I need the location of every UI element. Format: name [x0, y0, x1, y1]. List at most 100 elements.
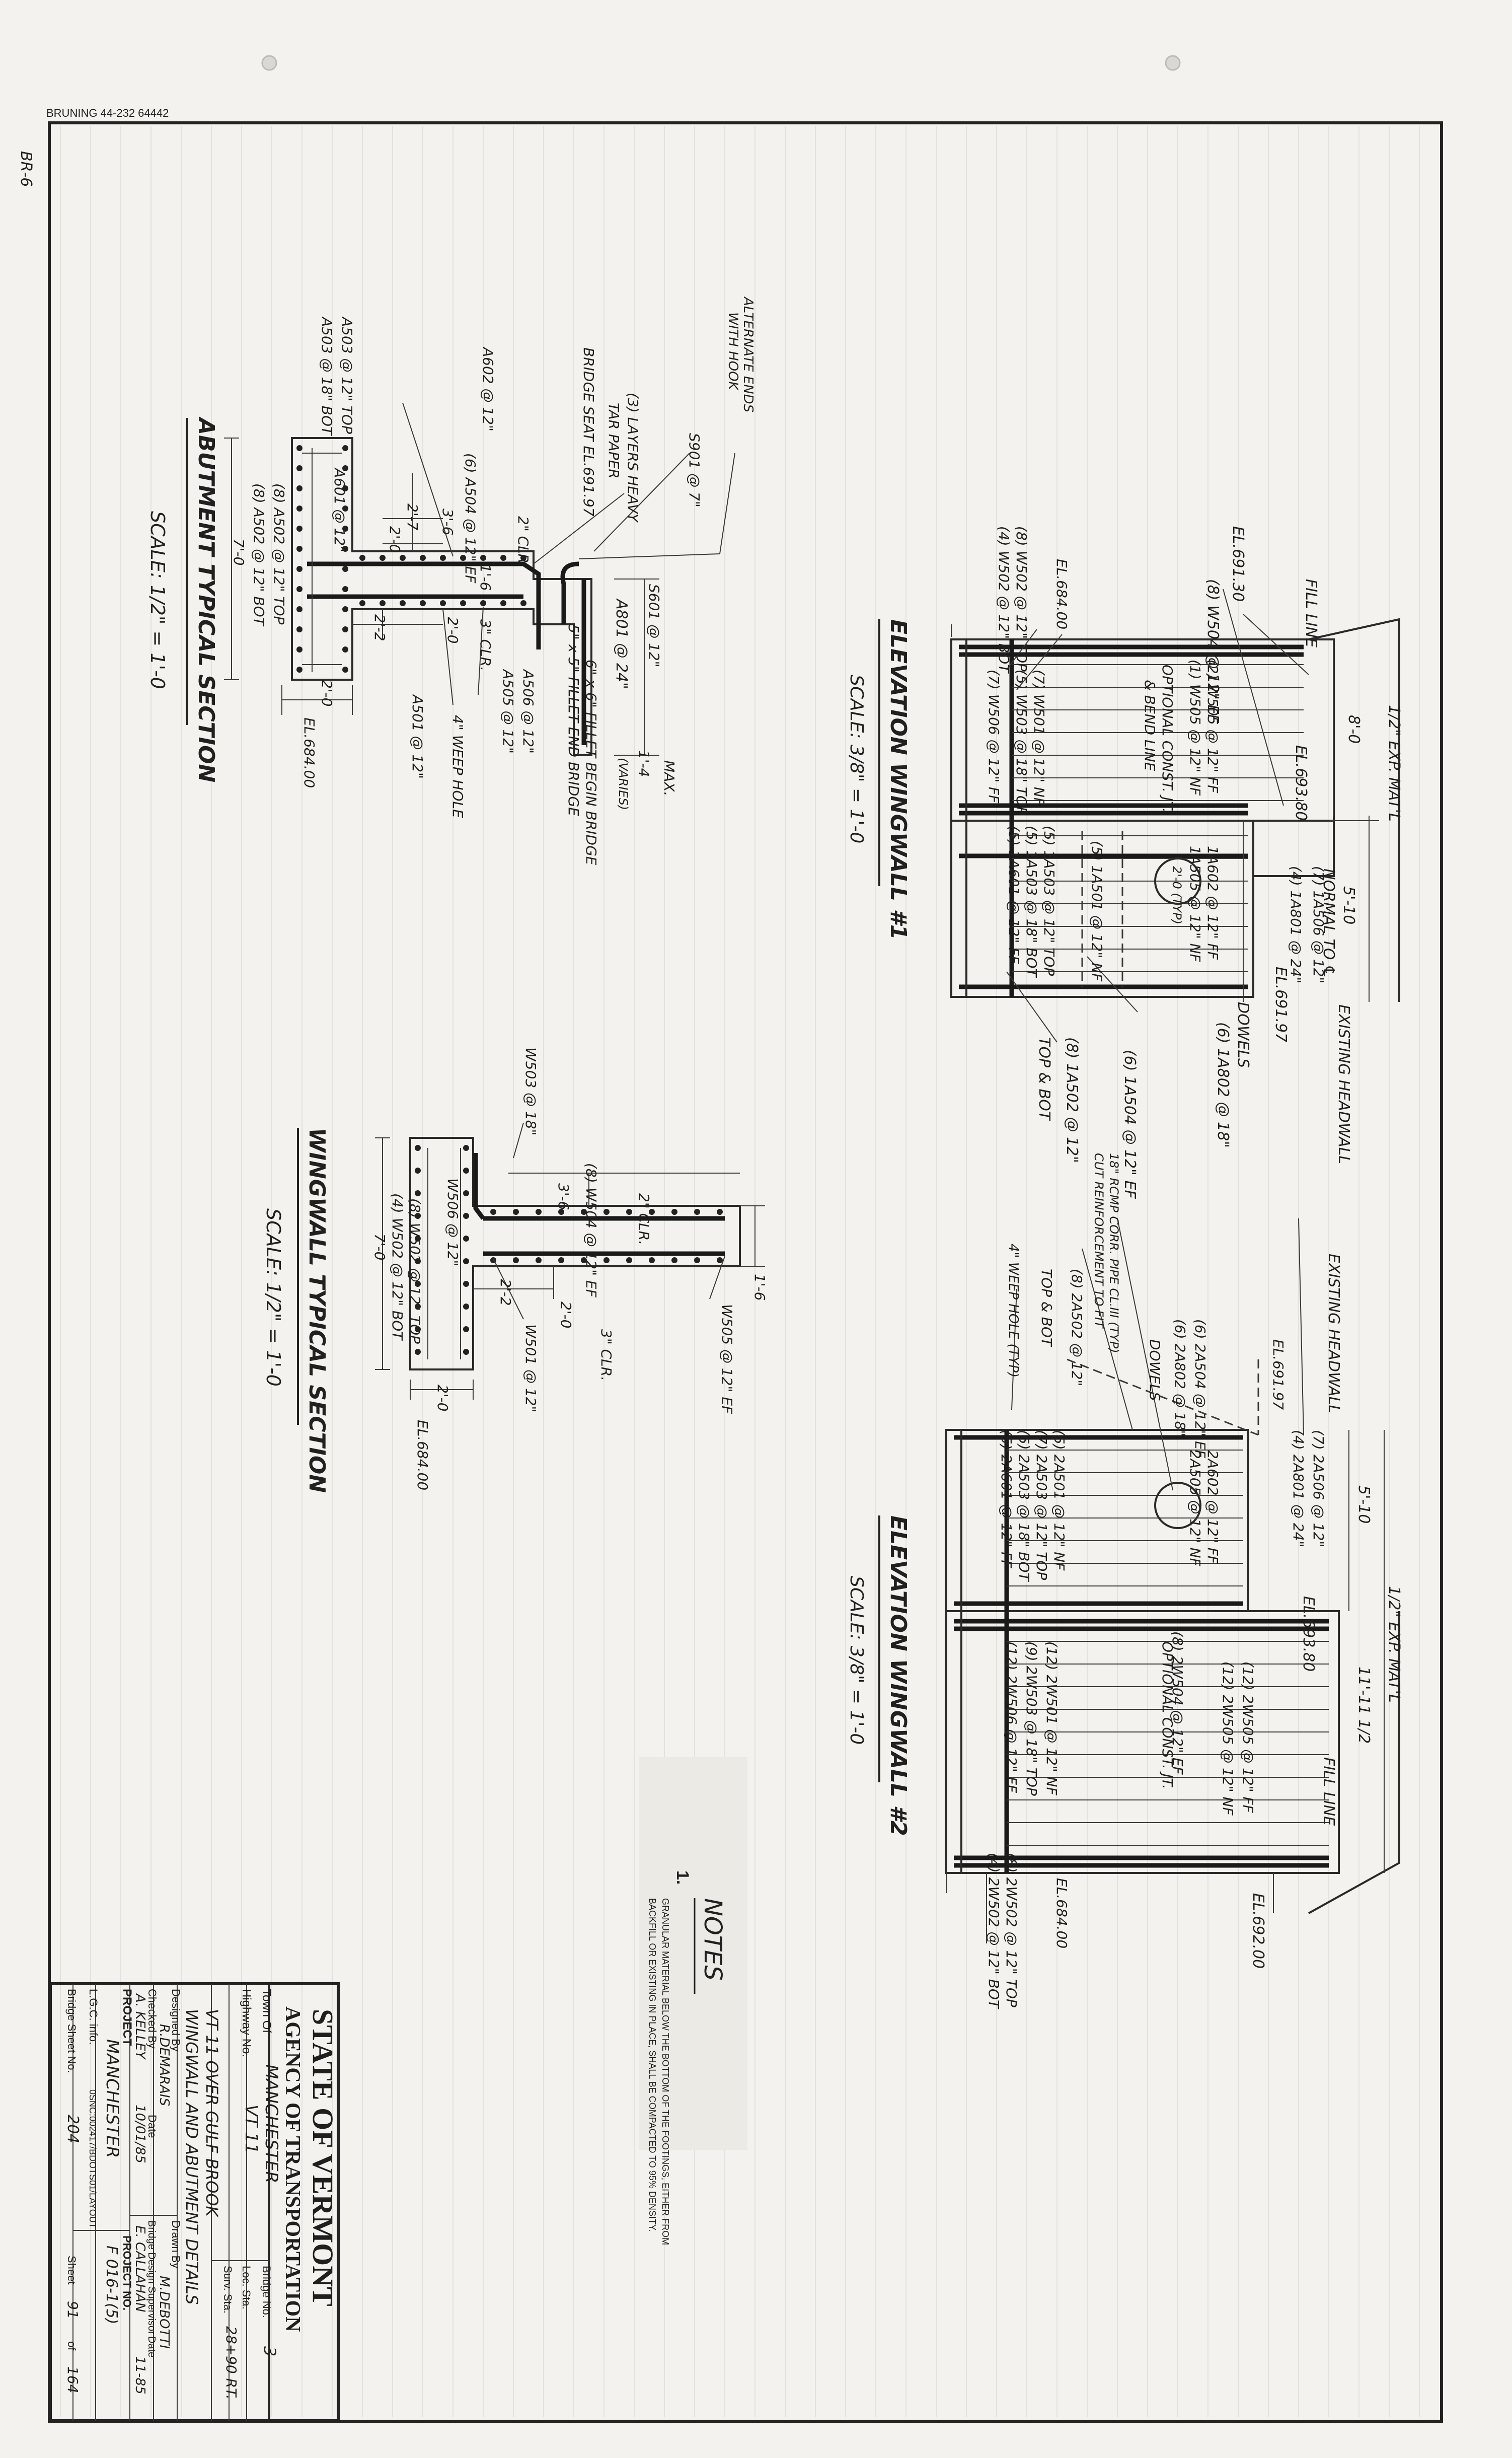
rebar-dot: [342, 465, 348, 471]
label-a504: (6) A504 @ 12" EF: [462, 453, 479, 584]
label-bridge-seat: BRIDGE SEAT EL.691.97: [580, 347, 597, 517]
dimension-line: [946, 1873, 1274, 1913]
highway-value: VT 11: [241, 2105, 261, 2154]
leader-line: [533, 493, 625, 564]
dimension-line: [508, 1173, 740, 1206]
rebar-dot: [342, 546, 348, 552]
leader-lines: [493, 1122, 725, 1320]
highway-label: Highway No.: [240, 1989, 253, 2057]
dim-2-clr: 2" CLR.: [636, 1193, 652, 1245]
elevation-wingwall-1: EL.691.30 FILL LINE 1/2" EXP. MAT'L 8'-0…: [846, 526, 1403, 1199]
surv-sta-value: 28+90 RT.: [223, 2326, 240, 2400]
label-varies: (VARIES): [616, 758, 630, 810]
label-2a601: (5) 2A601 @ 12" FF: [998, 1430, 1015, 1568]
surv-sta-label: Surv. Sta.: [221, 2266, 234, 2314]
fill-line: [1308, 618, 1400, 1002]
label-a602: A602 @ 12": [480, 346, 496, 431]
dim-7-0: 7'-0: [231, 539, 247, 565]
project-no-label: PROJECT NO.: [121, 2235, 133, 2310]
rebar-dot: [694, 1257, 700, 1263]
rebar-dot: [626, 1257, 632, 1263]
leader-line: [478, 606, 484, 695]
label-el-693-80: EL.693.80: [1292, 745, 1310, 821]
abutment-rebar: [307, 561, 541, 649]
rebar-dot: [717, 1209, 723, 1215]
label-existing-headwall: EXISTING HEADWALL: [1325, 1254, 1342, 1413]
label-2a802: (6) 2A802 @ 18": [1172, 1319, 1188, 1436]
rebar-dot: [581, 1257, 587, 1263]
dim-2-2: 2'-2: [497, 1279, 514, 1306]
description-line-2: WINGWALL AND ABUTMENT DETAILS: [182, 2009, 201, 2304]
rebar-dot: [342, 586, 348, 592]
dim-5-10: 5'-10: [1355, 1485, 1373, 1524]
rebar-dot: [581, 1209, 587, 1215]
label-fillet-end: 5" x 5" FILLET END BRIDGE: [565, 624, 582, 816]
label-w504: (8) W504 @ 12" EF: [583, 1163, 599, 1298]
label-w502-top: (8) W502 @ 12" TOP: [407, 1198, 423, 1344]
label-1a504: (6) 1A504 @ 12" EF: [1121, 1050, 1139, 1199]
notes-patch: [639, 1757, 747, 2150]
label-w501: (7) W501 @ 12" NF: [1031, 670, 1047, 806]
bruning-stamp: BRUNING 44-232 64442: [46, 107, 169, 119]
pipe-opening: [1154, 857, 1201, 905]
rebar-dot: [463, 1213, 469, 1219]
rebar-dot: [296, 546, 303, 552]
label-2a502: (8) 2A502 @ 12": [1069, 1269, 1085, 1386]
rebar-dot: [342, 667, 348, 673]
rebar-dot: [415, 1190, 421, 1196]
dim-2-0-c: 2'-0: [319, 680, 335, 706]
label-w502-top: (8) W502 @ 12" TOP: [1013, 526, 1030, 672]
dim-2-0: 2'-0: [387, 526, 403, 553]
label-1a503-top: (5) 1A503 @ 12" TOP: [1041, 826, 1057, 976]
rebar-dot: [400, 600, 406, 606]
leader-line: [593, 453, 690, 552]
leader-line: [402, 402, 453, 557]
rebar-dot: [490, 1209, 496, 1215]
footing-bars: [302, 448, 342, 672]
rebar-dot: [463, 1349, 469, 1355]
label-exp-mat: 1/2" EXP. MAT'L: [1385, 1586, 1403, 1703]
rebar-dot: [463, 1304, 469, 1310]
label-el-684: EL.684.00: [414, 1420, 431, 1490]
rebar: [473, 1153, 485, 1220]
rebar-dot: [296, 445, 303, 451]
rebar-dot: [415, 1258, 421, 1264]
label-w505-ff: (2) W505 @ 12" FF: [1204, 660, 1221, 793]
elevation-wingwall-2: 18" RCMP CORR. PIPE CL.III (TYP) CUT REI…: [846, 1153, 1403, 2009]
drawing-border: [48, 121, 1443, 2423]
rebar-dot: [717, 1257, 723, 1263]
sheet-ref: BR-6: [17, 151, 35, 187]
label-2w505-nf: (12) 2W505 @ 12" NF: [1220, 1661, 1236, 1816]
rebar-dot: [415, 1304, 421, 1310]
vertical-bars: [1012, 664, 1304, 972]
elevation-1-scale: SCALE: 3/8" = 1'-0: [846, 675, 867, 843]
rebar-dot: [342, 526, 348, 532]
label-2w502-bot: (4) 2W502 @ 12" BOT: [986, 1853, 1002, 2009]
rebar-dot: [400, 555, 406, 561]
loc-sta-label: Loc. Sta.: [240, 2266, 253, 2309]
label-2w502-top: (8) 2W502 @ 12" TOP: [1003, 1853, 1020, 2007]
rebar-dot: [342, 505, 348, 512]
label-pipe: 18" RCMP CORR. PIPE CL.III (TYP): [1107, 1153, 1121, 1353]
rebar-dot: [513, 1209, 519, 1215]
dimension-line: [473, 1266, 554, 1299]
leader-lines: [1006, 589, 1309, 1043]
dim-2-2: 2'-2: [371, 614, 388, 641]
abutment-section-title: ABUTMENT TYPICAL SECTION: [193, 416, 219, 782]
label-el-691-97: EL.691.97: [1270, 1339, 1287, 1410]
label-tar-paper: (3) LAYERS HEAVY: [625, 393, 641, 523]
rebar-dot: [415, 1281, 421, 1287]
state-name: STATE OF VERMONT: [307, 2009, 339, 2306]
rebar-dot: [296, 465, 303, 471]
designed-by-label: Designed By: [170, 1989, 182, 2052]
rebar-dot: [380, 600, 386, 606]
description-line-1: VT 11 OVER GULF BROOK: [202, 2009, 221, 2218]
rebar-dot: [342, 445, 348, 451]
rebar-dot: [415, 1168, 421, 1174]
town-value: MANCHESTER: [261, 2064, 281, 2183]
dim-11-11-half: 11'-11 1/2: [1355, 1667, 1373, 1744]
label-1a501: (5) 1A501 @ 12" NF: [1089, 841, 1105, 982]
dimension-line: [951, 624, 1244, 1002]
label-1a802: (6) 1A802 @ 18": [1214, 1022, 1232, 1148]
supervisor-value: E. CALLAHAN: [132, 2225, 147, 2312]
